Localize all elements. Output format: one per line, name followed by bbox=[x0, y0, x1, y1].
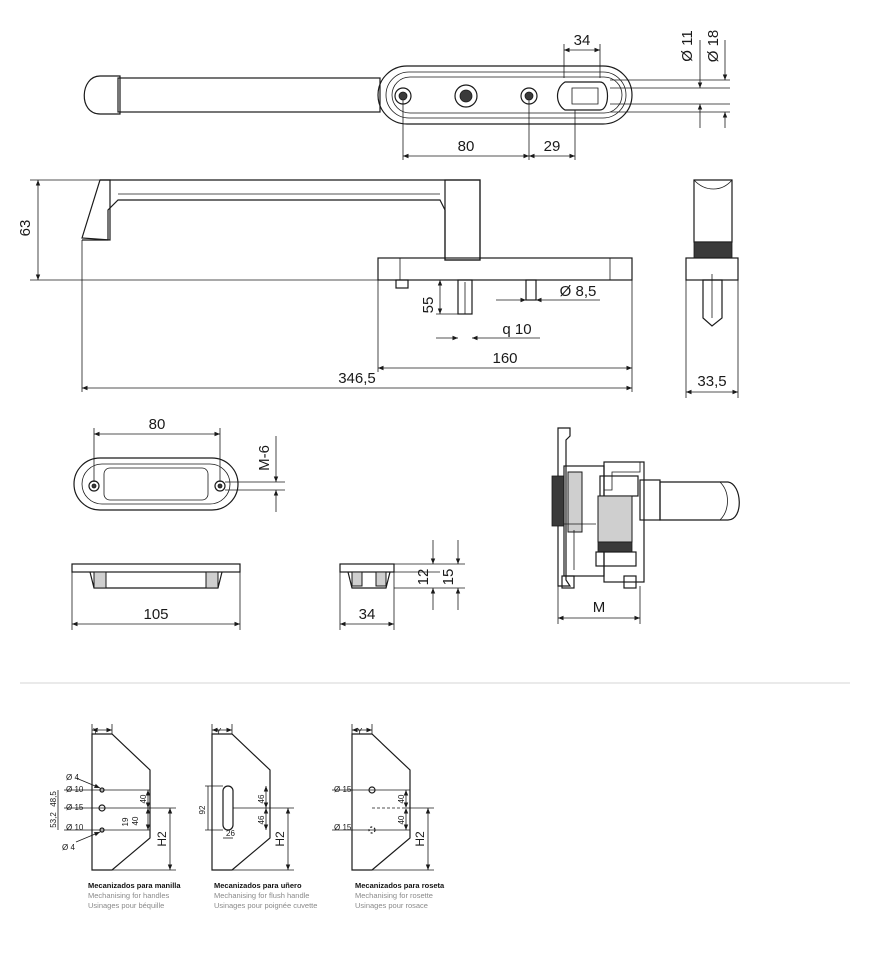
rosette-side-dimensions: 34 12 15 bbox=[339, 540, 465, 630]
mech-r-d15a: Ø 15 bbox=[334, 785, 352, 794]
mech-h-53-2: 53,2 bbox=[49, 812, 58, 828]
mech-f-26: 26 bbox=[226, 829, 235, 838]
profile-dimensions: M bbox=[557, 586, 641, 624]
rosette-front-dimensions: 105 bbox=[71, 572, 241, 630]
dim-55: 55 bbox=[420, 297, 437, 314]
dim-34-rosette: 34 bbox=[359, 606, 376, 623]
mech-h-y: Y bbox=[93, 727, 99, 736]
mech-r-40b: 40 bbox=[397, 815, 406, 824]
mech-h-d15: Ø 15 bbox=[66, 803, 84, 812]
mech-r-caption-es: Mecanizados para roseta bbox=[355, 881, 445, 890]
mech-h-d4b: Ø 4 bbox=[62, 843, 75, 852]
mech-h-19: 19 bbox=[121, 817, 130, 826]
dim-q10: q 10 bbox=[502, 321, 531, 338]
dim-33-5: 33,5 bbox=[697, 373, 726, 390]
side-view-dimensions: 63 55 Ø 8,5 q 10 160 346,5 bbox=[17, 179, 633, 392]
rosette-top-dimensions: 80 M-6 bbox=[93, 416, 285, 512]
mech-h-caption-en: Mechanising for handles bbox=[88, 891, 170, 900]
mechanising-flush-diagram: Y 92 46 46 26 H2 bbox=[198, 724, 294, 871]
mech-r-d15b: Ø 15 bbox=[334, 823, 352, 832]
mech-h-48-5: 48,5 bbox=[49, 791, 58, 807]
end-view-dimensions: 33,5 bbox=[685, 280, 739, 398]
dim-12: 12 bbox=[415, 569, 432, 586]
mech-h-d10b: Ø 10 bbox=[66, 823, 84, 832]
mech-f-46a: 46 bbox=[257, 794, 266, 803]
dim-63: 63 bbox=[17, 220, 34, 237]
mech-f-h2: H2 bbox=[273, 831, 287, 847]
rosette-side-view bbox=[339, 563, 395, 589]
mech-h-caption-fr: Usinages pour béquille bbox=[88, 901, 164, 910]
dim-d11: Ø 11 bbox=[679, 30, 696, 61]
dim-105: 105 bbox=[143, 606, 168, 623]
mech-h-caption-es: Mecanizados para manilla bbox=[88, 881, 181, 890]
mech-h-h2: H2 bbox=[155, 831, 169, 847]
mech-f-caption-es: Mecanizados para uñero bbox=[214, 881, 302, 890]
dim-34-top: 34 bbox=[574, 32, 591, 49]
handle-end-view bbox=[685, 179, 739, 327]
mech-r-caption-fr: Usinages pour rosace bbox=[355, 901, 428, 910]
dim-m6: M-6 bbox=[256, 445, 273, 471]
mech-r-h2: H2 bbox=[413, 831, 427, 847]
mechanising-handles-diagram: Y Ø 4 Ø 10 Ø 15 Ø 10 Ø 4 48,5 53,2 40 40… bbox=[49, 724, 176, 871]
handle-side-view bbox=[81, 179, 633, 315]
dim-80-top: 80 bbox=[458, 138, 475, 155]
dim-d18: Ø 18 bbox=[705, 30, 722, 63]
mechanising-rosette-diagram: Y Ø 15 Ø 15 40 40 H2 bbox=[332, 724, 434, 871]
mech-h-d10a: Ø 10 bbox=[66, 785, 84, 794]
mech-f-caption-en: Mechanising for flush handle bbox=[214, 891, 309, 900]
dim-346-5: 346,5 bbox=[338, 370, 376, 387]
dim-29-top: 29 bbox=[544, 138, 561, 155]
rosette-front-view bbox=[71, 563, 241, 589]
mech-r-40a: 40 bbox=[397, 794, 406, 803]
rosette-top-view bbox=[73, 457, 239, 511]
handle-top-view bbox=[83, 65, 633, 125]
dim-15: 15 bbox=[440, 569, 457, 586]
dim-m: M bbox=[593, 599, 606, 616]
dim-d8-5: Ø 8,5 bbox=[560, 283, 597, 300]
mech-f-46b: 46 bbox=[257, 815, 266, 824]
window-profile-section bbox=[551, 427, 740, 589]
mech-h-40b: 40 bbox=[131, 816, 140, 825]
mech-f-y: Y bbox=[216, 727, 222, 736]
dim-160: 160 bbox=[492, 350, 517, 367]
mech-r-y: Y bbox=[357, 727, 363, 736]
mech-h-d4a: Ø 4 bbox=[66, 773, 79, 782]
mech-f-92: 92 bbox=[198, 805, 207, 814]
mech-f-caption-fr: Usinages pour poignée cuvette bbox=[214, 901, 317, 910]
top-view-dimensions: 34 Ø 11 Ø 18 80 29 bbox=[402, 30, 730, 160]
mech-h-40a: 40 bbox=[139, 794, 148, 803]
mech-r-caption-en: Mechanising for rosette bbox=[355, 891, 433, 900]
dim-80-rosette: 80 bbox=[149, 416, 166, 433]
